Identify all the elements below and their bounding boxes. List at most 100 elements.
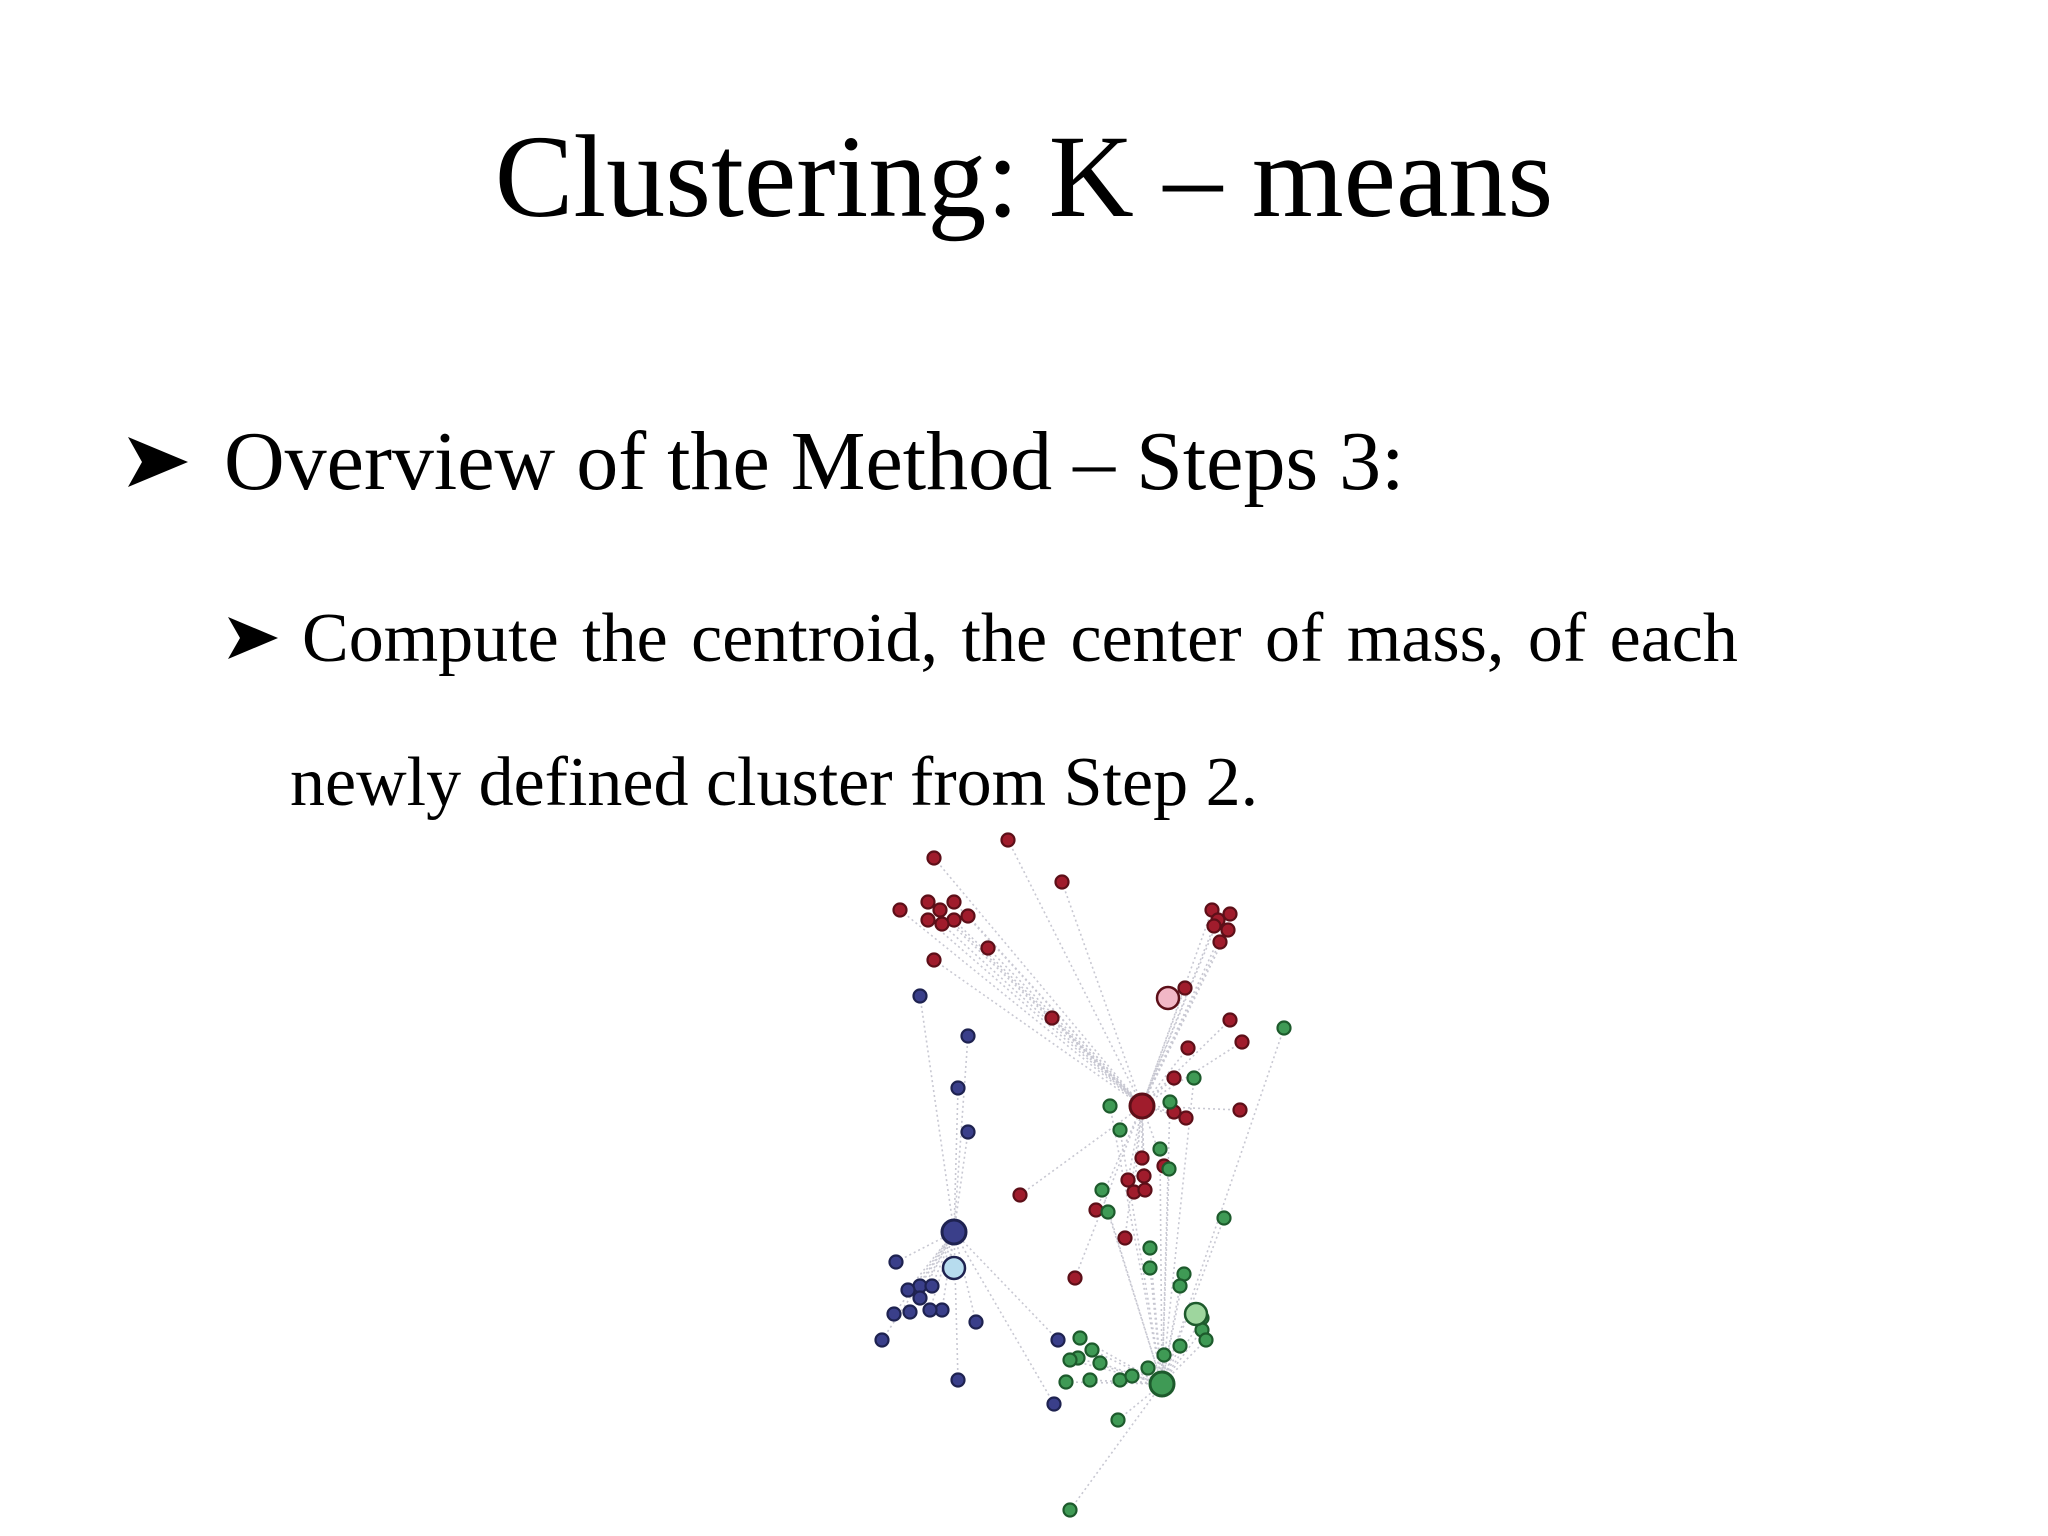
red-data-point [1222, 906, 1238, 922]
green-cluster-link [1119, 1129, 1163, 1385]
red-data-point [1220, 922, 1236, 938]
green-data-point [1058, 1374, 1074, 1390]
red-cluster-link [1141, 919, 1219, 1107]
red-centroid [1128, 1092, 1156, 1120]
red-cluster-link [987, 947, 1143, 1107]
old-green-centroid [1183, 1301, 1209, 1327]
blue-centroid [940, 1218, 968, 1246]
red-data-point [1137, 1182, 1153, 1198]
bullet-level-1: Overview of the Method – Steps 3: [128, 420, 1404, 504]
blue-cluster-link [953, 1087, 959, 1233]
red-data-point [1120, 1172, 1136, 1188]
red-data-point [920, 912, 936, 928]
bullet-level-2: Compute the centroid, the center of mass… [228, 604, 1738, 674]
red-cluster-link [941, 923, 1143, 1107]
green-data-point [1142, 1260, 1158, 1276]
red-data-point [1212, 934, 1228, 950]
green-data-point [1186, 1070, 1202, 1086]
green-data-point [1100, 1204, 1116, 1220]
blue-data-point [900, 1282, 916, 1298]
red-cluster-link [1141, 925, 1215, 1107]
blue-data-point [924, 1278, 940, 1294]
green-data-point [1112, 1122, 1128, 1138]
green-data-point [1082, 1372, 1098, 1388]
red-data-point [1178, 1110, 1194, 1126]
green-cluster-link [1161, 1217, 1225, 1385]
blue-data-point [886, 1306, 902, 1322]
blue-data-point [960, 1124, 976, 1140]
red-cluster-link [1124, 1105, 1143, 1239]
green-data-point [1092, 1355, 1108, 1371]
red-cluster-link [1051, 1017, 1143, 1107]
green-data-point [1124, 1368, 1140, 1384]
blue-data-point [912, 988, 928, 1004]
red-data-point [946, 894, 962, 910]
red-cluster-link [939, 909, 1143, 1107]
red-data-point [1000, 832, 1016, 848]
arrow-bullet-icon [228, 615, 280, 661]
green-cluster-link [1161, 1101, 1171, 1385]
green-data-point [1172, 1278, 1188, 1294]
blue-cluster-link [919, 995, 955, 1233]
red-cluster-link [1019, 1105, 1143, 1196]
red-data-point [1206, 918, 1222, 934]
blue-cluster-link [893, 1231, 955, 1315]
old-red-centroid [1155, 985, 1181, 1011]
red-cluster-link [1141, 1105, 1146, 1191]
red-data-point [1012, 1187, 1028, 1203]
old-blue-centroid [941, 1255, 967, 1281]
red-data-point [1117, 1230, 1133, 1246]
red-data-point [1234, 1034, 1250, 1050]
green-cluster-link [1107, 1211, 1163, 1385]
red-data-point [1054, 874, 1070, 890]
blue-data-point [1046, 1396, 1062, 1412]
green-data-point [1094, 1182, 1110, 1198]
green-data-point [1276, 1020, 1292, 1036]
green-data-point [1161, 1161, 1177, 1177]
green-data-point [1062, 1352, 1078, 1368]
red-data-point [932, 902, 948, 918]
blue-cluster-link [919, 1231, 955, 1287]
red-cluster-link [1141, 929, 1229, 1107]
green-cluster-link [1161, 1273, 1185, 1385]
blue-data-point [874, 1332, 890, 1348]
green-data-point [1140, 1360, 1156, 1376]
red-data-point [1232, 1102, 1248, 1118]
red-data-point [1088, 1202, 1104, 1218]
green-data-point [1156, 1347, 1172, 1363]
red-data-point [1222, 1012, 1238, 1028]
arrow-bullet-icon [128, 435, 190, 489]
blue-cluster-link [953, 1231, 959, 1381]
green-cluster-link [1065, 1381, 1163, 1385]
bullet-level-1-text: Overview of the Method – Steps 3: [224, 415, 1405, 508]
green-data-point [1102, 1098, 1118, 1114]
green-data-point [1142, 1240, 1158, 1256]
blue-cluster-link [953, 1131, 969, 1233]
red-data-point [1166, 1070, 1182, 1086]
red-cluster-link [1061, 881, 1143, 1107]
red-cluster-link [933, 959, 1143, 1107]
cluster-scatter-svg [874, 832, 1292, 1518]
red-data-point [1044, 1010, 1060, 1026]
red-data-point [1136, 1168, 1152, 1184]
red-cluster-link [1141, 1105, 1241, 1111]
green-cluster-link [1101, 1189, 1163, 1385]
blue-cluster-link [929, 1231, 955, 1311]
green-data-point [1172, 1338, 1188, 1354]
red-cluster-link [1141, 941, 1221, 1107]
red-data-point [1177, 980, 1193, 996]
red-cluster-link [1141, 1019, 1231, 1107]
red-data-point [926, 850, 942, 866]
green-data-point [1152, 1141, 1168, 1157]
red-data-point [1180, 1040, 1196, 1056]
green-cluster-link [1069, 1383, 1163, 1511]
red-cluster-link [1141, 987, 1186, 1107]
green-data-point [1072, 1330, 1088, 1346]
blue-data-point [950, 1372, 966, 1388]
red-data-point [892, 902, 908, 918]
blue-data-point [950, 1080, 966, 1096]
green-centroid [1148, 1370, 1176, 1398]
green-data-point [1084, 1342, 1100, 1358]
blue-data-point [888, 1254, 904, 1270]
red-data-point [980, 940, 996, 956]
